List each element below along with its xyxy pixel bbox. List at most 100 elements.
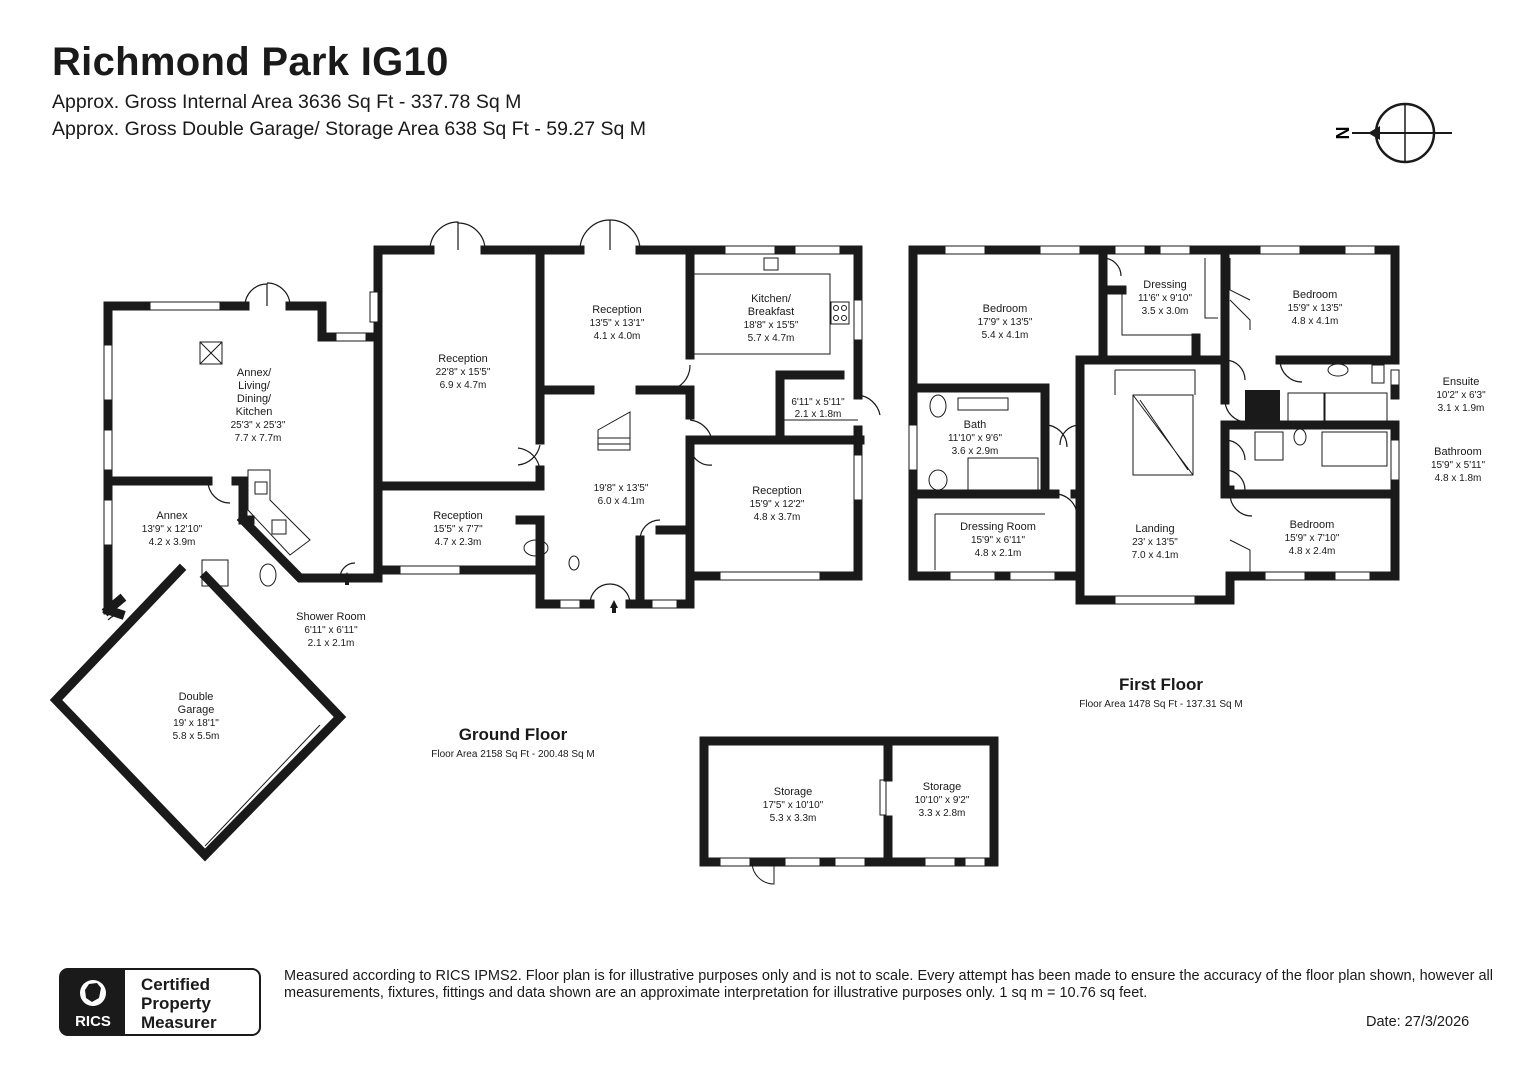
ground-floor-windows: [103, 245, 863, 609]
room-reception-small: Reception 15'5" x 7'7" 4.7 x 2.3m: [433, 510, 483, 548]
room-name: Reception: [592, 304, 642, 316]
kitchen-counter: [694, 273, 831, 355]
rics-lion-icon: [80, 980, 106, 1006]
entrance-markers: [343, 572, 618, 613]
room-utility: 6'11" x 5'11" 2.1 x 1.8m: [791, 397, 845, 420]
landing-stairs-icon: [1132, 394, 1194, 476]
first-floor-fixtures: [928, 258, 1388, 575]
room-name: Bedroom: [1290, 519, 1335, 531]
room-metric: 4.8 x 3.7m: [754, 512, 801, 523]
room-imperial: 17'5" x 10'10": [763, 800, 824, 811]
disclaimer-text: Measured according to RICS IPMS2. Floor …: [284, 968, 1493, 1001]
bathroom-shower-icon: [1254, 431, 1284, 461]
room-imperial: 11'6" x 9'10": [1138, 293, 1193, 304]
room-metric: 6.9 x 4.7m: [440, 380, 487, 391]
room-imperial: 6'11" x 5'11": [791, 397, 845, 408]
room-dressing-room: Dressing Room 15'9" x 6'11" 4.8 x 2.1m: [960, 521, 1036, 559]
room-imperial: 15'5" x 7'7": [433, 524, 483, 535]
badge-line: Measurer: [141, 1013, 217, 1032]
room-name: Bath: [964, 419, 987, 431]
room-imperial: 15'9" x 6'11": [971, 535, 1026, 546]
room-name: Landing: [1135, 523, 1174, 535]
room-name: Reception: [752, 485, 802, 497]
room-reception-top: Reception 13'5" x 13'1" 4.1 x 4.0m: [590, 304, 645, 342]
room-name-line: Breakfast: [748, 306, 794, 318]
room-metric: 2.1 x 2.1m: [308, 638, 355, 649]
ensuite-shower-icon: [1287, 392, 1325, 424]
room-name: Dressing Room: [960, 521, 1036, 533]
dressing-rail: [1121, 290, 1196, 336]
room-metric: 4.2 x 3.9m: [149, 537, 196, 548]
room-bedroom-1: Bedroom 17'9" x 13'5" 5.4 x 4.1m: [978, 303, 1033, 341]
room-metric: 2.1 x 1.8m: [795, 409, 842, 420]
room-ensuite: Ensuite 10'2" x 6'3" 3.1 x 1.9m: [1436, 376, 1486, 414]
first-floor-doors: [1044, 257, 1303, 517]
ground-floor-walls: [49, 245, 865, 862]
room-annex: Annex 13'9" x 12'10" 4.2 x 3.9m: [142, 510, 203, 548]
room-metric: 5.8 x 5.5m: [173, 731, 220, 742]
room-imperial: 17'9" x 13'5": [978, 317, 1033, 328]
room-name-line: Living/: [238, 380, 271, 392]
room-metric: 4.8 x 4.1m: [1292, 316, 1339, 327]
room-kitchen: Kitchen/ Breakfast 18'8" x 15'5" 5.7 x 4…: [744, 293, 799, 344]
badge-line: Certified: [141, 975, 210, 994]
room-metric: 7.0 x 4.1m: [1132, 550, 1179, 561]
ground-floor-area: Floor Area 2158 Sq Ft - 200.48 Sq M: [431, 749, 594, 760]
hob-icon: [830, 301, 850, 325]
room-imperial: 15'9" x 13'5": [1288, 303, 1343, 314]
bath-toilet-icon: [929, 394, 947, 418]
room-metric: 5.3 x 3.3m: [770, 813, 817, 824]
room-name: Annex: [156, 510, 188, 522]
first-floor-title: First Floor: [1119, 675, 1203, 694]
room-imperial: 22'8" x 15'5": [436, 367, 491, 378]
room-imperial: 6'11" x 6'11": [304, 625, 358, 636]
ensuite-bath-icon: [1324, 392, 1388, 424]
cloakroom-toilet-icon: [523, 539, 549, 557]
room-imperial: 15'9" x 7'10": [1285, 533, 1340, 544]
room-imperial: 13'9" x 12'10": [142, 524, 203, 535]
rics-logo-text: RICS: [75, 1013, 111, 1030]
room-imperial: 10'10" x 9'2": [915, 795, 970, 806]
room-metric: 7.7 x 7.7m: [235, 433, 282, 444]
roof-light-icon: [199, 341, 223, 365]
room-name: Reception: [433, 510, 483, 522]
stairs-icon: [597, 411, 631, 451]
north-letter: N: [1333, 127, 1353, 140]
bathtub-icon: [967, 457, 1039, 491]
north-arrow-icon: N: [1333, 102, 1452, 164]
ground-floor-doors: [107, 219, 881, 621]
room-imperial: 10'2" x 6'3": [1436, 390, 1486, 401]
room-metric: 3.5 x 3.0m: [1142, 306, 1189, 317]
room-name: Storage: [774, 786, 813, 798]
room-name: Bedroom: [983, 303, 1028, 315]
room-metric: 4.8 x 1.8m: [1435, 473, 1482, 484]
internal-area-summary: Approx. Gross Internal Area 3636 Sq Ft -…: [52, 91, 522, 113]
room-metric: 6.0 x 4.1m: [598, 496, 645, 507]
room-metric: 4.7 x 2.3m: [435, 537, 482, 548]
storage-block-walls: [699, 736, 999, 867]
room-name-line: Double: [179, 691, 214, 703]
room-imperial: 13'5" x 13'1": [590, 318, 645, 329]
room-name-line: Garage: [178, 704, 215, 716]
room-storage-left: Storage 17'5" x 10'10" 5.3 x 3.3m: [763, 786, 824, 824]
bathroom-bath-icon: [1321, 431, 1388, 467]
room-name-line: Kitchen: [236, 406, 273, 418]
room-name: Ensuite: [1443, 376, 1480, 388]
room-annex-living: Annex/ Living/ Dining/ Kitchen 25'3" x 2…: [231, 367, 286, 444]
room-hall: 19'8" x 13'5" 6.0 x 4.1m: [594, 483, 649, 507]
room-metric: 3.1 x 1.9m: [1438, 403, 1485, 414]
room-labels: Annex/ Living/ Dining/ Kitchen 25'3" x 2…: [142, 279, 1486, 824]
rics-certified-badge: RICS Certified Property Measurer: [59, 968, 261, 1036]
room-imperial: 11'10" x 9'6": [948, 433, 1003, 444]
room-shower: Shower Room 6'11" x 6'11" 2.1 x 2.1m: [296, 611, 366, 649]
room-bedroom-3: Bedroom 15'9" x 7'10" 4.8 x 2.4m: [1285, 519, 1340, 557]
double-basin-icon: [957, 397, 1009, 411]
room-imperial: 19'8" x 13'5": [594, 483, 649, 494]
page-title: Richmond Park IG10: [52, 40, 449, 84]
room-name: Bedroom: [1293, 289, 1338, 301]
room-name-line: Annex/: [237, 367, 272, 379]
sink-icon: [763, 257, 779, 271]
room-double-garage: Double Garage 19' x 18'1" 5.8 x 5.5m: [173, 691, 220, 742]
shower-tray-icon: [201, 559, 229, 587]
wardrobe-doors: [1229, 258, 1251, 330]
